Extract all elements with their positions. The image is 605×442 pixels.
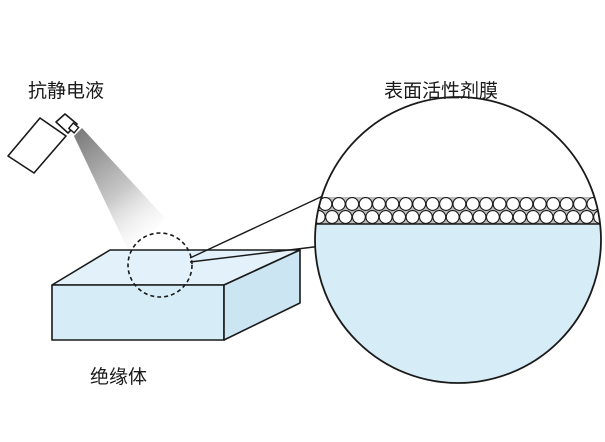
surfactant-particle — [418, 210, 433, 224]
surfactant-particle — [492, 197, 507, 211]
surfactant-particle — [485, 210, 500, 224]
surfactant-particle — [432, 210, 447, 224]
surfactant-particle — [465, 197, 480, 211]
surfactant-particle — [559, 197, 574, 211]
surfactant-particle — [512, 210, 527, 224]
surfactant-particle — [452, 197, 467, 211]
surfactant-particle — [479, 197, 494, 211]
surfactant-particle — [372, 197, 386, 211]
surfactant-film-label: 表面活性剂膜 — [384, 80, 499, 102]
surfactant-particle — [325, 210, 340, 224]
surfactant-particle — [439, 197, 453, 211]
surfactant-particle — [552, 210, 567, 224]
spray-bottle-icon — [7, 113, 80, 174]
surfactant-particle — [445, 210, 460, 224]
surfactant-particle — [566, 210, 581, 224]
insulator-label: 绝缘体 — [90, 366, 148, 388]
surfactant-particle — [532, 197, 547, 211]
zoom-connector-lines — [189, 194, 326, 263]
surfactant-particle — [506, 197, 520, 211]
surfactant-particle — [526, 210, 541, 224]
surfactant-particle — [599, 197, 601, 211]
surfactant-particle — [425, 197, 440, 211]
surfactant-particle — [539, 210, 554, 224]
surfactant-particle — [315, 210, 326, 224]
surfactant-particle — [392, 210, 407, 224]
surfactant-particle — [385, 197, 400, 211]
surfactant-particle — [499, 210, 514, 224]
surfactant-particle — [519, 197, 534, 211]
surfactant-particle — [378, 210, 393, 224]
surfactant-particle — [351, 210, 366, 224]
surfactant-particle — [365, 210, 380, 224]
surfactant-particle — [412, 197, 427, 211]
surfactant-particle — [398, 197, 413, 211]
surfactant-particle — [338, 210, 353, 224]
surfactant-particle — [459, 210, 474, 224]
surfactant-particle — [345, 197, 360, 211]
antistatic-liquid-label: 抗静电液 — [28, 80, 105, 102]
surfactant-particle — [573, 197, 587, 211]
magnify-region — [127, 232, 193, 298]
surfactant-particle — [579, 210, 594, 224]
surfactant-particle — [358, 197, 373, 211]
insulator-block — [51, 249, 301, 341]
spray-cone — [74, 128, 165, 250]
surfactant-particle — [405, 210, 420, 224]
surfactant-particle — [331, 197, 346, 211]
surfactant-particle — [472, 210, 487, 224]
zoom-circle — [314, 96, 602, 384]
surfactant-particle — [546, 197, 561, 211]
